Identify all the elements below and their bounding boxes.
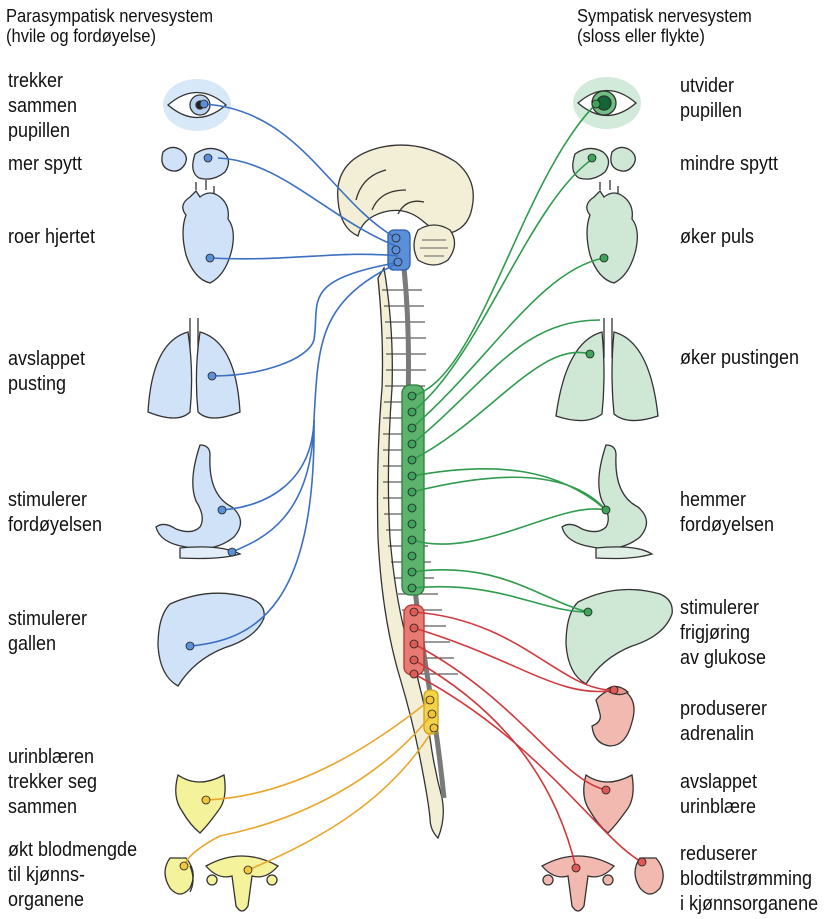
- node-lumbar-3: [410, 656, 418, 664]
- node-para-intestine: [228, 548, 236, 556]
- label-dilates-pupil: utvider pupillen: [680, 74, 742, 124]
- node-lumbar-genitals-a: [572, 864, 580, 872]
- node-lumbar-0: [410, 608, 418, 616]
- left-salivary-gland-icon: [162, 147, 229, 179]
- label-relaxed-bladder: avslappet urinblære: [680, 770, 757, 820]
- node-sacral-1: [428, 710, 436, 718]
- right-salivary-gland-icon: [573, 147, 636, 179]
- nerve-symp-liver-b: [412, 587, 588, 612]
- node-symp-lungs: [586, 350, 594, 358]
- label-constricts-pupil: trekker sammen pupillen: [8, 69, 77, 144]
- left-lungs-icon: [148, 318, 240, 418]
- label-stimulates-digestion: stimulerer fordøyelsen: [8, 488, 102, 538]
- left-organs: [148, 79, 278, 911]
- node-para-saliva: [204, 154, 212, 162]
- label-bladder-contracts: urinblæren trekker seg sammen: [8, 745, 97, 820]
- node-sacral-0: [426, 696, 434, 704]
- label-more-saliva: mer spytt: [8, 152, 82, 177]
- label-glucose-release: stimulerer frigjøring av glukose: [680, 596, 766, 671]
- node-lumbar-4: [410, 670, 418, 678]
- node-sacral-genitals-b: [244, 866, 252, 874]
- node-symp-liver: [584, 608, 592, 616]
- right-heart-icon: [587, 180, 638, 283]
- node-cranial-0: [392, 234, 400, 242]
- node-sacral-genitals-a: [180, 862, 188, 870]
- node-thoracic-9: [408, 536, 416, 544]
- left-heart-icon: [183, 180, 234, 283]
- node-thoracic-11: [408, 568, 416, 576]
- node-symp-stomach: [602, 506, 610, 514]
- right-lungs-icon: [556, 318, 658, 421]
- node-cranial-2: [394, 258, 402, 266]
- label-increases-breathing: øker pustingen: [680, 346, 799, 371]
- nerve-para-intestine: [232, 420, 314, 552]
- right-liver-icon: [566, 590, 672, 685]
- nerve-symp-stomach-b: [412, 477, 606, 510]
- node-sacral-bladder: [202, 796, 210, 804]
- label-increases-pulse: øker puls: [680, 225, 754, 250]
- left-stomach-icon: [156, 445, 241, 559]
- label-slows-heart: roer hjertet: [8, 225, 95, 250]
- nerve-sacral-bladder: [206, 700, 430, 800]
- cerebellum-icon: [414, 225, 455, 265]
- left-bladder-icon: [176, 775, 225, 833]
- node-para-liver: [186, 642, 194, 650]
- nerve-sacral-genitals-b: [248, 728, 434, 870]
- right-adrenal-kidney-icon: [592, 686, 634, 746]
- node-thoracic-4: [408, 456, 416, 464]
- nerve-para-heart: [210, 254, 398, 259]
- node-symp-eye: [592, 100, 600, 108]
- node-lumbar-2: [410, 640, 418, 648]
- node-para-eye: [200, 100, 208, 108]
- label-reduced-blood-genitals: reduserer blodtilstrømming i kjønnsorgan…: [680, 842, 818, 917]
- node-thoracic-3: [408, 440, 416, 448]
- label-stimulates-gall: stimulerer gallen: [8, 607, 87, 657]
- label-relaxed-breathing: avslappet pusting: [8, 347, 85, 397]
- node-thoracic-12: [408, 584, 416, 592]
- right-eye-icon: [573, 77, 641, 129]
- node-thoracic-0: [408, 392, 416, 400]
- node-para-stomach: [218, 506, 226, 514]
- node-sacral-2: [430, 724, 438, 732]
- node-thoracic-8: [408, 520, 416, 528]
- node-symp-saliva: [588, 154, 596, 162]
- left-eye-icon: [163, 79, 231, 131]
- left-liver-icon: [158, 593, 264, 686]
- node-thoracic-6: [408, 488, 416, 496]
- label-inhibits-digestion: hemmer fordøyelsen: [680, 488, 774, 538]
- node-lumbar-adrenal: [610, 686, 618, 694]
- node-para-heart: [206, 254, 214, 262]
- node-thoracic-10: [408, 552, 416, 560]
- node-symp-heart: [600, 254, 608, 262]
- node-thoracic-1: [408, 408, 416, 416]
- node-lumbar-1: [410, 624, 418, 632]
- node-thoracic-2: [408, 424, 416, 432]
- node-thoracic-5: [408, 472, 416, 480]
- node-lumbar-genitals-b: [638, 858, 646, 866]
- label-produces-adrenaline: produserer adrenalin: [680, 697, 767, 747]
- node-cranial-1: [392, 246, 400, 254]
- brain-and-spine: [338, 145, 474, 838]
- nerve-para-lungs: [212, 262, 400, 376]
- node-lumbar-bladder: [602, 786, 610, 794]
- right-stomach-icon: [562, 445, 652, 559]
- label-increased-blood-genitals: økt blodmengde til kjønns- organene: [8, 838, 137, 913]
- node-para-lungs: [208, 372, 216, 380]
- nerve-symp-liver-a: [412, 570, 588, 612]
- label-less-saliva: mindre spytt: [680, 152, 778, 177]
- node-thoracic-7: [408, 504, 416, 512]
- nerve-para-stomach: [222, 262, 400, 510]
